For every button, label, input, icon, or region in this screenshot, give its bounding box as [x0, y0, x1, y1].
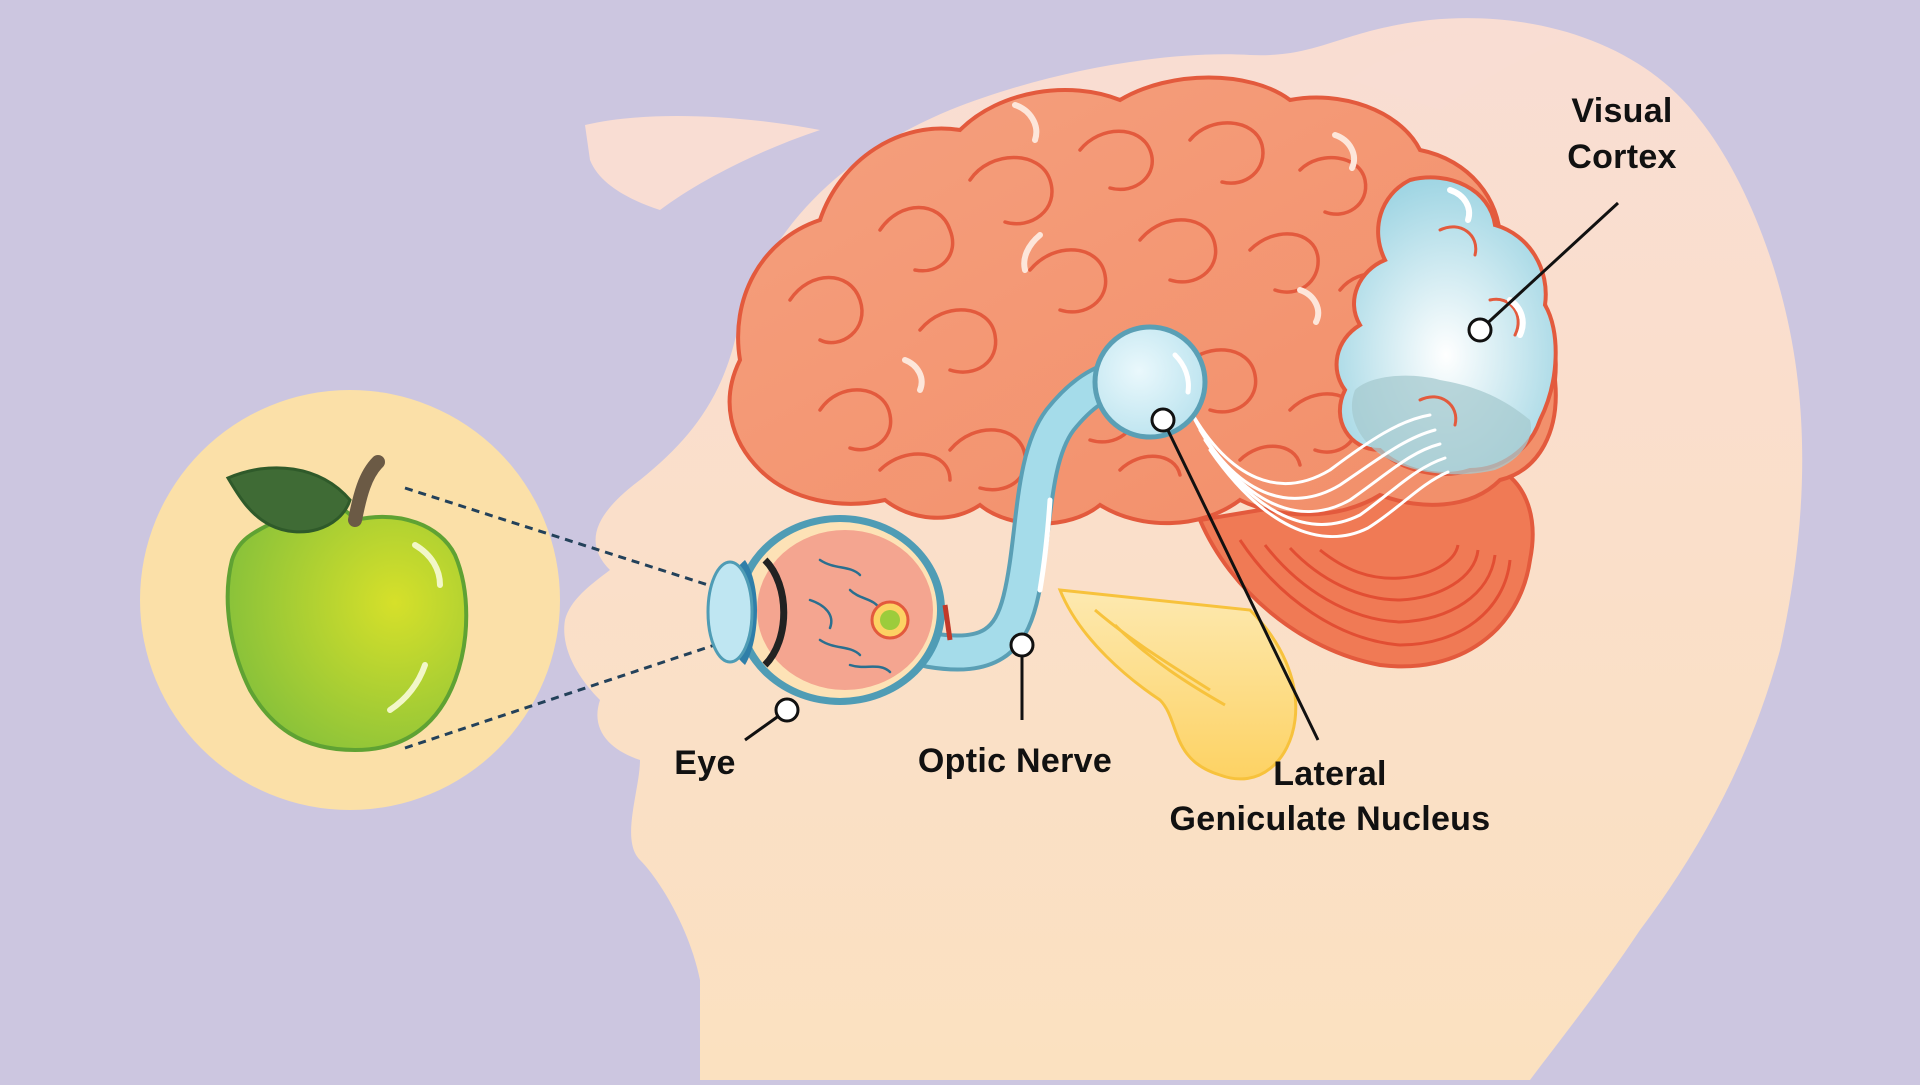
label-lgn-line1: Lateral [1273, 755, 1387, 793]
label-optic-nerve: Optic Nerve [918, 742, 1112, 780]
label-visual-cortex-line2: Cortex [1567, 138, 1677, 176]
brainstem [1057, 588, 1298, 781]
label-eye: Eye [674, 744, 735, 782]
lgn-pointer-node [1150, 407, 1176, 433]
optic-nerve-fill [915, 360, 1145, 668]
visual-cortex-node [1467, 317, 1493, 343]
label-nodes [774, 317, 1493, 723]
eye-node [774, 697, 800, 723]
lgn-node [1092, 324, 1208, 440]
optic-radiation [1188, 408, 1450, 538]
optic-nerve-highlight [1037, 497, 1053, 593]
optic-nerve-node [1009, 632, 1035, 658]
hair-tuft [1350, 32, 1560, 111]
eyeball-cross-section-icon [706, 515, 953, 705]
apple-icon [225, 455, 469, 753]
visual-cortex [1334, 175, 1558, 476]
label-lgn-line2: Geniculate Nucleus [1170, 800, 1491, 838]
sight-lines [404, 486, 896, 750]
brainstem-line [1094, 608, 1211, 692]
brainstem-line [1113, 623, 1226, 707]
hair-tuft [585, 115, 820, 210]
label-visual-cortex-line1: Visual [1571, 92, 1672, 130]
cerebellum [1197, 467, 1535, 669]
